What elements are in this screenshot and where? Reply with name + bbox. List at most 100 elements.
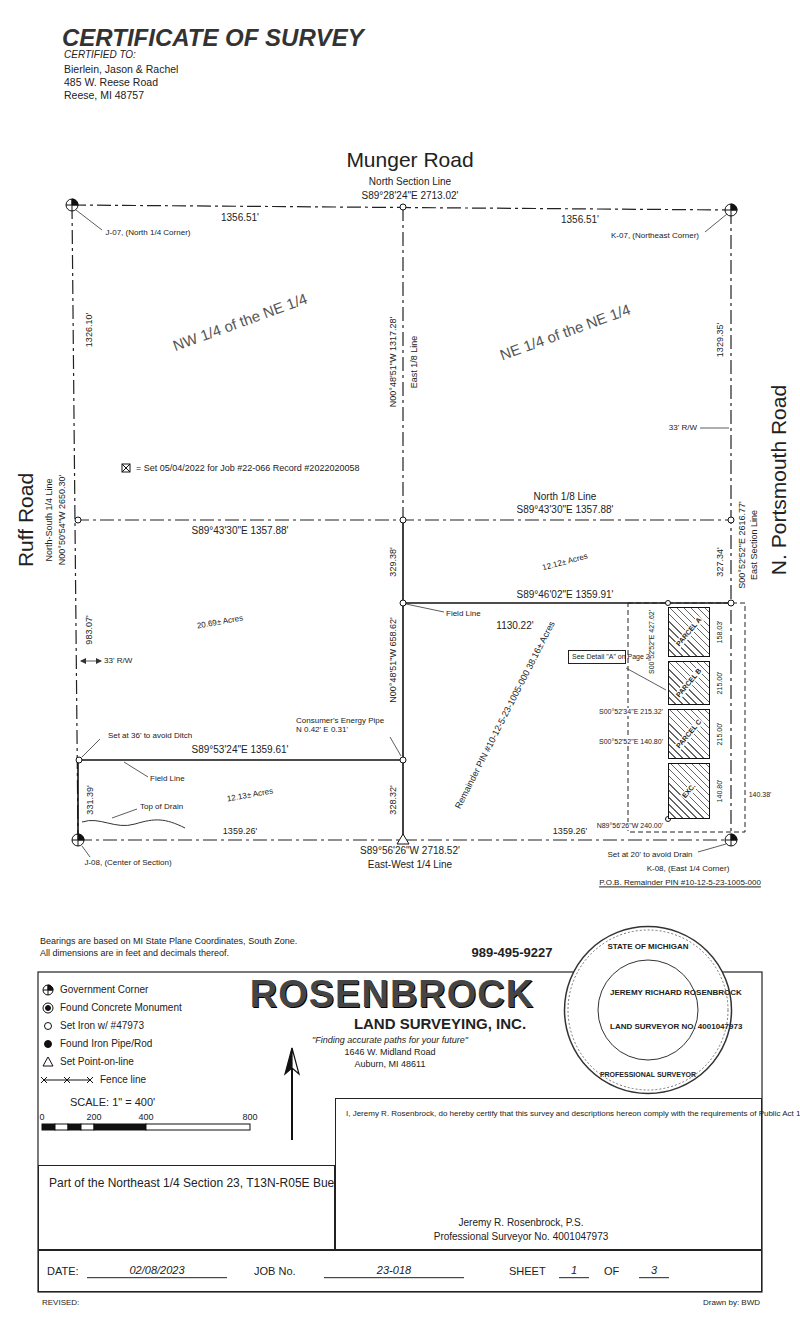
bearing-label: N00°48'51"W 1317.28'	[388, 317, 398, 407]
client-address: 485 W. Reese Road	[64, 76, 158, 88]
node-text: PARCEL C	[674, 717, 704, 751]
node-text: JEREMY RICHARD ROSENBROCK	[610, 988, 686, 998]
parcel-box: PARCEL A	[668, 607, 710, 657]
monument-note: = Set 05/04/2022 for Job #22-066 Record …	[136, 463, 366, 473]
title-block-field: JOB No.	[254, 1265, 296, 1278]
title-block-field: 3	[639, 1264, 669, 1278]
north-arrow	[285, 1048, 299, 1140]
utility-note: Consumer's Energy Pipe N 0.42' E 0.31'	[296, 716, 388, 734]
road-name: Munger Road	[346, 148, 473, 172]
dimension-label: 215.00'	[716, 723, 724, 746]
legend-text: Government Corner	[60, 984, 148, 996]
dimension-label: 1130.22'	[496, 620, 533, 632]
basis-note: Bearings are based on MI State Plane Coo…	[40, 936, 297, 946]
node-text: LAND SURVEYOR NO. 4001047973	[610, 1022, 686, 1032]
dimension-label: 331.39'	[85, 785, 95, 814]
title-block-field: OF	[604, 1265, 619, 1278]
survey-title: CERTIFICATE OF SURVEY	[62, 24, 364, 52]
drain-note: Top of Drain	[140, 802, 183, 811]
title-block-field: 23-018	[324, 1264, 464, 1278]
dimension-label: 328.32'	[388, 785, 398, 814]
bearing-label: S89°28'24"E 2713.02'	[361, 190, 458, 202]
dimension-label: 983.07'	[84, 615, 94, 644]
bearing-label: S00°52'34"E 215.32'	[598, 708, 664, 716]
dimension-label: 140.80'	[716, 780, 724, 803]
company-address: 1646 W. Midland Road	[344, 1047, 435, 1057]
legend-text: Set Iron w/ #47973	[60, 1020, 144, 1032]
scale-bar	[42, 1124, 250, 1130]
scale-number: 800	[242, 1112, 257, 1122]
leader-lines	[76, 210, 729, 857]
corner-label: J-08, (Center of Section)	[84, 858, 171, 867]
legend-symbol	[43, 1057, 53, 1066]
dimension-label: 1326.10'	[84, 313, 94, 347]
line-name: East Section Line	[749, 510, 759, 580]
node-text: I, Jeremy R. Rosenbrock, do hereby certi…	[346, 1109, 716, 1119]
dimension-label: 158.03'	[716, 621, 724, 644]
detail-outline	[628, 603, 745, 832]
section-lines	[72, 205, 731, 840]
scale-number: 200	[86, 1112, 101, 1122]
seal-inner-ring	[598, 960, 698, 1060]
line-name: North Section Line	[369, 176, 451, 188]
iron-symbols	[75, 204, 734, 844]
legend-text: Found Concrete Monument	[60, 1002, 182, 1014]
corner-label: K-08, (East 1/4 Corner)	[647, 864, 730, 873]
node-text: PARCEL A	[674, 615, 704, 648]
dimension-label: 329.38'	[388, 547, 398, 576]
legend-symbol	[45, 1023, 52, 1030]
node-text: EXC.	[680, 781, 698, 800]
node-text: PROFESSIONAL SURVEYOR	[593, 1071, 703, 1079]
aliquot-label: NW 1/4 of the NE 1/4	[170, 290, 309, 355]
set-note: Set at 36' to avoid Ditch	[108, 731, 192, 740]
line-name: East-West 1/4 Line	[368, 859, 452, 871]
company-tagline: "Finding accurate paths for your future"	[312, 1035, 468, 1045]
client-name: Bierlein, Jason & Rachel	[64, 63, 178, 75]
legend-text: Set Point-on-line	[60, 1056, 134, 1068]
phone-number: 989-495-9227	[472, 946, 553, 961]
dimension-label: 215.00'	[716, 672, 724, 695]
surveyor-seal: STATE OF MICHIGANJEREMY RICHARD ROSENBRO…	[563, 925, 733, 1095]
seal-ring	[565, 927, 732, 1094]
pob-label: P.O.B. Remainder PIN #10-12-5-23-1005-00…	[599, 878, 761, 887]
legend-symbol	[43, 985, 53, 995]
parcel-box: EXC.	[668, 763, 710, 819]
bearing-label: S89°43'30"E 1357.88'	[191, 525, 288, 537]
node-text: Part of the Northeast 1/4 Section 23, T1…	[49, 1176, 239, 1191]
scale-label: SCALE: 1" = 400'	[70, 1096, 155, 1109]
seal-ring	[568, 930, 728, 1090]
company-name: LAND SURVEYING, INC.	[354, 1015, 526, 1032]
node-text: Jeremy R. Rosenbrock, P.S.	[459, 1217, 584, 1229]
scale-number: 400	[138, 1112, 153, 1122]
detail-callout-box: See Detail "A" on Page 2	[568, 650, 626, 664]
title-block-field: 1	[559, 1264, 589, 1278]
legend-text: Fence line	[100, 1074, 146, 1086]
bearing-label: N00°48'51"W 658.62'	[388, 617, 398, 702]
node-text: Professional Surveyor No. 4001047973	[434, 1231, 609, 1243]
company-logo: ROSENBROCK	[249, 973, 535, 1017]
legend-symbol	[45, 1041, 52, 1048]
dimension-label: 1359.26'	[553, 826, 587, 836]
scale-number: 0	[39, 1112, 44, 1122]
line-note: Field Line	[446, 609, 481, 618]
parcel-box: PARCEL C	[668, 709, 710, 759]
set-monument-symbol	[122, 464, 130, 472]
client-city: Reese, MI 48757	[64, 89, 144, 101]
corner-label: K-07, (Northeast Corner)	[611, 231, 699, 240]
dimension-label: 1356.51'	[221, 212, 259, 224]
company-city: Auburn, MI 48611	[355, 1059, 426, 1069]
aliquot-label: NE 1/4 of the NE 1/4	[497, 300, 632, 363]
certification-block: I, Jeremy R. Rosenbrock, do hereby certi…	[335, 1098, 762, 1250]
parcel-lines	[78, 520, 731, 840]
title-block-field: SHEET	[509, 1265, 546, 1278]
node-text: PARCEL B	[674, 666, 704, 700]
remainder-label: Remainder PIN #10-12-5-23-1005-000 38.16…	[453, 620, 557, 811]
drawn-by-label: Drawn by: BWD	[703, 1298, 760, 1307]
node-text: See Detail "A" on Page 2	[572, 653, 622, 661]
line-name: North 1/8 Line	[534, 491, 597, 503]
dimension-arrows	[80, 658, 102, 664]
bearing-label: S89°53'24"E 1359.61'	[191, 744, 288, 756]
bearing-label: S89°56'26"W 2718.52'	[360, 845, 460, 857]
bearing-label: S89°43'30"E 1357.88'	[516, 504, 613, 516]
corner-label: J-07, (North 1/4 Corner)	[106, 228, 191, 237]
